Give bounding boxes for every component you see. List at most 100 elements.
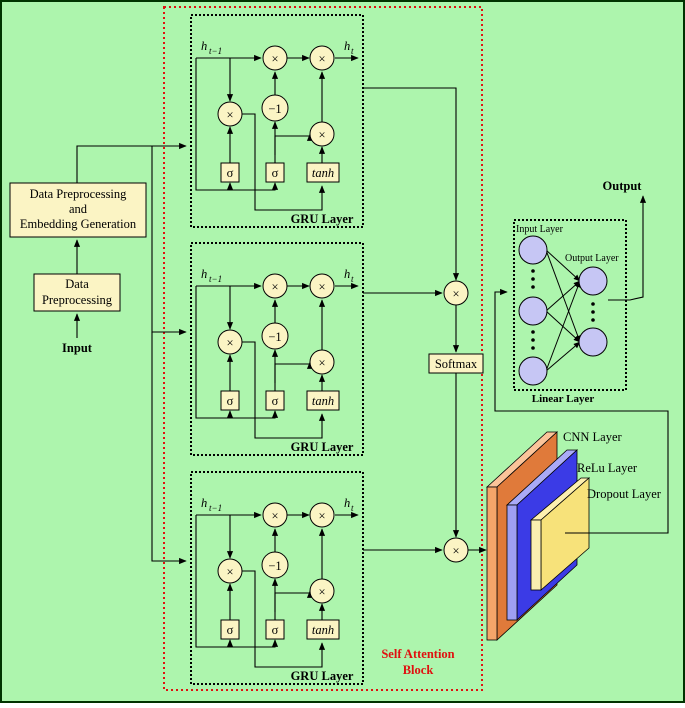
- preprocessing-box-line2: Preprocessing: [42, 293, 113, 307]
- embedding-box-line3: Embedding Generation: [20, 217, 137, 231]
- update-multiply-node: [262, 45, 288, 71]
- attention-multiply-bottom-symbol: ×: [452, 544, 459, 558]
- update-multiply-node-symbol: ×: [271, 509, 278, 523]
- h-prev-label: h: [201, 267, 207, 281]
- cnn-stack: [485, 431, 591, 641]
- minus-one-node: [261, 322, 289, 350]
- preprocessing-box: [33, 273, 121, 312]
- tanh-symbol: tanh: [312, 394, 334, 408]
- minus-one-node: [261, 551, 289, 579]
- softmax-label: Softmax: [435, 357, 478, 371]
- network-edge: [545, 280, 581, 372]
- tanh-gate: [306, 619, 340, 640]
- reset-multiply-node-symbol: ×: [226, 336, 233, 350]
- embedding-box-line1: Data Preprocessing: [30, 187, 128, 201]
- output-multiply-node-symbol: ×: [318, 509, 325, 523]
- dropout-layer-front: [530, 519, 542, 591]
- cnn-layer-label: CNN Layer: [563, 430, 622, 444]
- network-edge: [545, 280, 581, 312]
- reset-multiply-node: [217, 101, 243, 127]
- ellipsis-dot: [531, 285, 535, 289]
- input-neuron-3: [518, 356, 548, 386]
- ellipsis-dot: [531, 277, 535, 281]
- output-multiply-node-symbol: ×: [318, 52, 325, 66]
- output-neuron-1: [578, 266, 608, 296]
- output-multiply-node: [309, 45, 335, 71]
- ellipsis-dot: [591, 302, 595, 306]
- self-attention-label-line2: Block: [403, 663, 434, 677]
- gru-layer-border: [190, 14, 364, 228]
- candidate-multiply-node: [309, 349, 335, 375]
- relu-layer-label: ReLu Layer: [577, 461, 638, 475]
- gru-layer-border: [190, 471, 364, 685]
- ellipsis-dot: [531, 346, 535, 350]
- attention-multiply-top-symbol: ×: [452, 287, 459, 301]
- reset-sigma-gate: [220, 619, 240, 640]
- gru-layer-label: GRU Layer: [291, 212, 354, 226]
- network-edge: [545, 341, 581, 372]
- input-label: Input: [62, 341, 93, 355]
- update-sigma-symbol: σ: [272, 394, 279, 408]
- reset-sigma-gate: [220, 390, 240, 411]
- linear-output-layer-label: Output Layer: [565, 253, 619, 264]
- candidate-multiply-node-symbol: ×: [318, 128, 325, 142]
- reset-sigma-symbol: σ: [227, 623, 234, 637]
- linear-input-layer-label: Input Layer: [516, 224, 564, 235]
- update-sigma-gate: [265, 162, 285, 183]
- h-prev-subscript: t−1: [209, 46, 222, 56]
- h-prev-subscript: t−1: [209, 274, 222, 284]
- preprocessing-box-line1: Data: [65, 277, 89, 291]
- gru-layer-label: GRU Layer: [291, 440, 354, 454]
- ellipsis-dot: [591, 310, 595, 314]
- h-prev-label: h: [201, 39, 207, 53]
- minus-one-node-symbol: −1: [268, 559, 281, 573]
- input-neuron-2: [518, 296, 548, 326]
- reset-multiply-node-symbol: ×: [226, 565, 233, 579]
- ellipsis-dot: [531, 330, 535, 334]
- candidate-multiply-node-symbol: ×: [318, 356, 325, 370]
- update-sigma-gate: [265, 619, 285, 640]
- h-out-subscript: t: [351, 503, 354, 513]
- output-multiply-node: [309, 273, 335, 299]
- minus-one-node-symbol: −1: [268, 102, 281, 116]
- h-out-subscript: t: [351, 46, 354, 56]
- update-multiply-node: [262, 502, 288, 528]
- gru-layer-label: GRU Layer: [291, 669, 354, 683]
- output-multiply-node: [309, 502, 335, 528]
- ellipsis-dot: [591, 318, 595, 322]
- tanh-symbol: tanh: [312, 623, 334, 637]
- embedding-box: [9, 182, 147, 238]
- minus-one-node-symbol: −1: [268, 330, 281, 344]
- update-sigma-symbol: σ: [272, 623, 279, 637]
- h-prev-label: h: [201, 496, 207, 510]
- network-edge: [545, 249, 581, 282]
- self-attention-label-line1: Self Attention: [381, 647, 454, 661]
- h-out-label: h: [344, 39, 350, 53]
- ellipsis-dot: [531, 269, 535, 273]
- reset-sigma-gate: [220, 162, 240, 183]
- reset-multiply-node-symbol: ×: [226, 108, 233, 122]
- h-out-label: h: [344, 267, 350, 281]
- minus-one-node: [261, 94, 289, 122]
- reset-sigma-symbol: σ: [227, 394, 234, 408]
- tanh-gate: [306, 162, 340, 183]
- self-attention-block: [163, 6, 483, 691]
- output-label: Output: [603, 179, 643, 193]
- candidate-multiply-node: [309, 578, 335, 604]
- cnn-layer-front: [486, 486, 498, 641]
- reset-sigma-symbol: σ: [227, 166, 234, 180]
- output-neuron-2: [578, 327, 608, 357]
- reset-multiply-node: [217, 558, 243, 584]
- h-prev-subscript: t−1: [209, 503, 222, 513]
- update-sigma-gate: [265, 390, 285, 411]
- update-multiply-node-symbol: ×: [271, 280, 278, 294]
- update-multiply-node: [262, 273, 288, 299]
- h-out-label: h: [344, 496, 350, 510]
